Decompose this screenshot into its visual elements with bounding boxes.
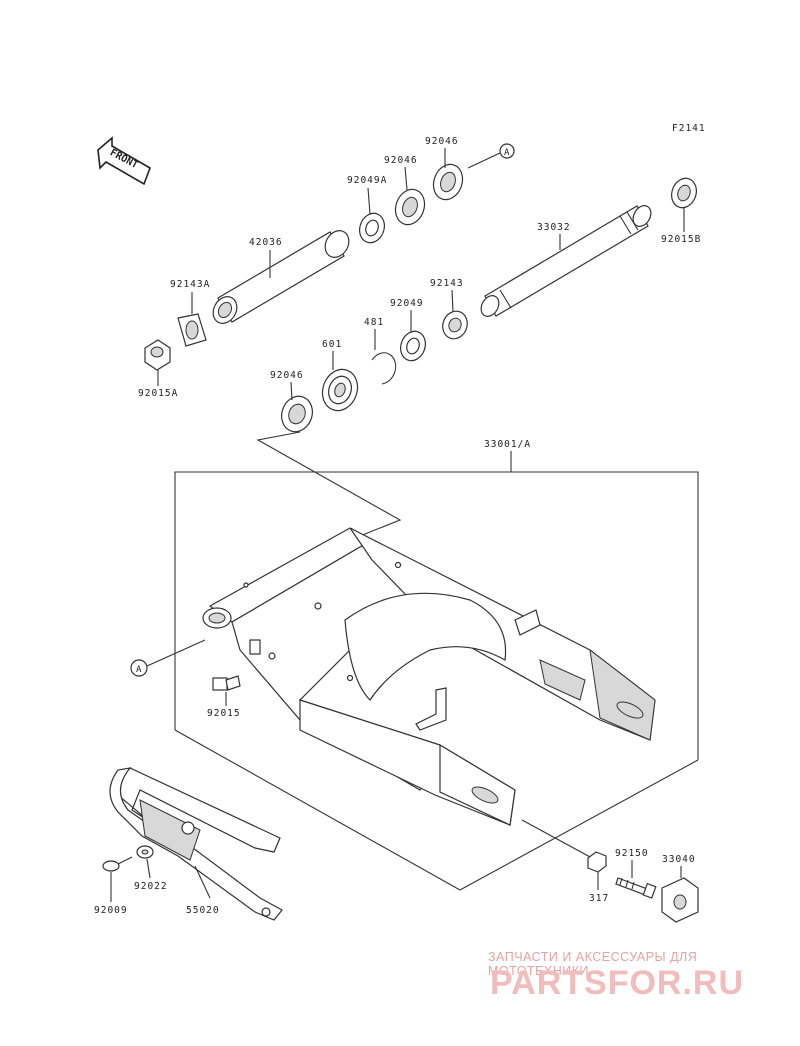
bearing-92046-mid-icon	[394, 188, 426, 226]
label-55020: 55020	[186, 905, 220, 916]
label-92150: 92150	[615, 848, 649, 859]
figure-code: F2141	[672, 123, 706, 134]
nut-317-icon	[587, 851, 607, 873]
seal-92049-icon	[400, 330, 426, 362]
screw-92009-icon	[102, 856, 133, 872]
label-601: 601	[322, 339, 342, 350]
chain-guard-55020-icon	[109, 767, 283, 921]
watermark-tagline: ЗАПЧАСТИ И АКСЕССУАРЫ ДЛЯ МОТОТЕХНИКИ	[488, 950, 698, 978]
label-33032: 33032	[537, 222, 571, 233]
sleeve-42036-icon	[212, 230, 350, 324]
label-92046-top: 92046	[425, 136, 459, 147]
collar-92143-icon	[442, 310, 468, 340]
bearing-601-icon	[321, 368, 359, 412]
bolt-92015-icon	[212, 675, 241, 691]
washer-92022-icon	[136, 845, 154, 859]
label-317: 317	[589, 893, 609, 904]
seal-92049a-icon	[359, 212, 385, 244]
label-92049: 92049	[390, 298, 424, 309]
front-arrow-icon: FRONT	[97, 136, 151, 186]
collar-92143a-icon	[177, 313, 207, 347]
label-92015b: 92015B	[661, 234, 701, 245]
bearing-92046-top-icon	[432, 163, 464, 201]
label-481: 481	[364, 317, 384, 328]
circlip-481-icon	[371, 352, 397, 385]
ref-a-top-icon: A	[467, 143, 515, 169]
label-92049a: 92049A	[347, 175, 387, 186]
bolt-92150-icon	[615, 877, 657, 899]
swingarm-33001-icon	[202, 527, 656, 826]
label-33040: 33040	[662, 854, 696, 865]
ref-a-low-icon: A	[130, 639, 206, 677]
label-92022: 92022	[134, 881, 168, 892]
ref-a-top-label: A	[504, 148, 510, 158]
label-33001a: 33001/A	[484, 439, 531, 450]
label-92046-mid: 92046	[384, 155, 418, 166]
block-33040-icon	[661, 877, 699, 923]
label-92143a: 92143A	[170, 279, 210, 290]
label-42036: 42036	[249, 237, 283, 248]
label-92015a: 92015A	[138, 388, 178, 399]
nut-92015b-icon	[671, 177, 697, 209]
label-92009: 92009	[94, 905, 128, 916]
label-92143: 92143	[430, 278, 464, 289]
label-92046-low: 92046	[270, 370, 304, 381]
label-92015: 92015	[207, 708, 241, 719]
nut-92015a-icon	[144, 339, 171, 371]
ref-a-low-label: A	[136, 665, 142, 675]
watermark-logo: PARTSFOR.RU	[490, 964, 745, 1002]
axle-33032-icon	[480, 205, 652, 317]
bearing-92046-low-icon	[281, 395, 313, 433]
